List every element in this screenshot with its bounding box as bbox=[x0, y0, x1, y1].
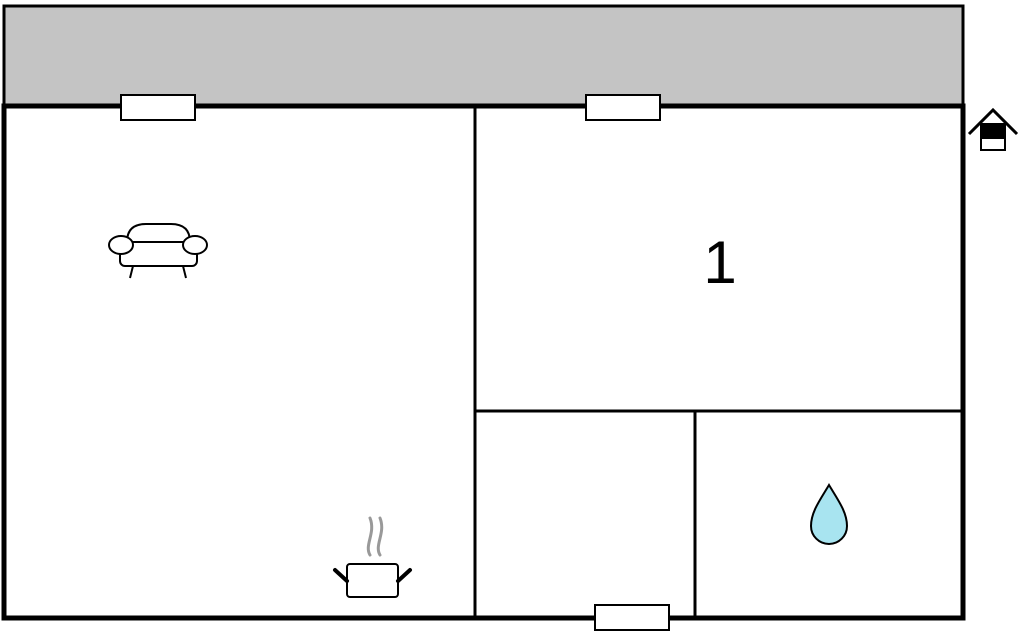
water-drop-icon bbox=[809, 483, 849, 545]
terrace bbox=[2, 4, 965, 108]
sofa-icon bbox=[108, 223, 208, 279]
outer-walls bbox=[1, 103, 966, 621]
house-entrance-icon bbox=[967, 107, 1019, 151]
window-bedroom bbox=[585, 94, 661, 121]
cooking-pot-icon bbox=[333, 516, 412, 598]
window-living bbox=[120, 94, 196, 121]
room-number-label: 1 bbox=[703, 229, 736, 296]
window-hallway bbox=[594, 604, 670, 631]
